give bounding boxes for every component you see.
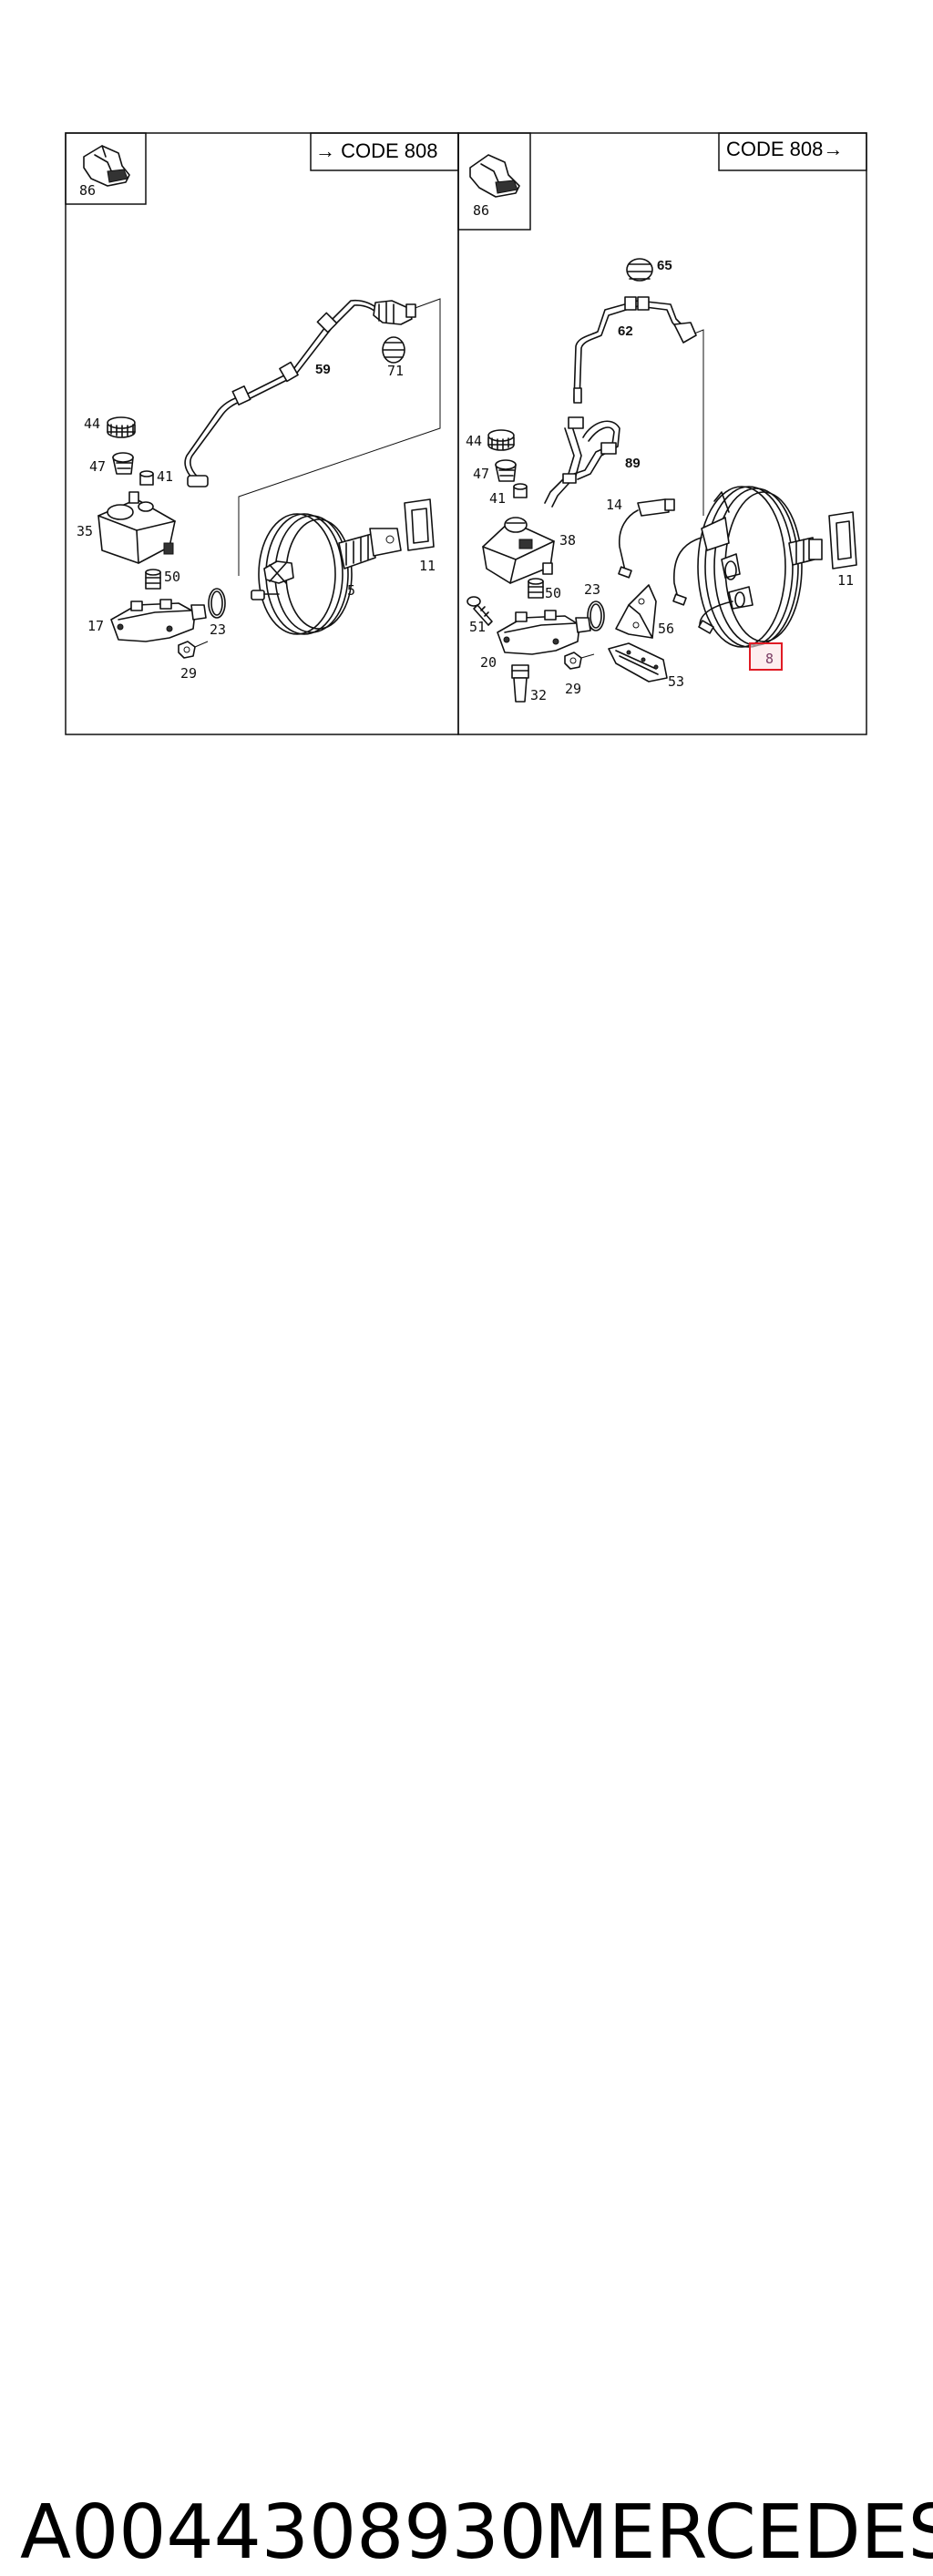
label-65: 65: [657, 258, 672, 273]
clip-86-icon: [83, 145, 130, 187]
bracket-56: [615, 584, 657, 639]
label-41-right: 41: [489, 490, 506, 507]
seal-50-right: [528, 578, 544, 599]
master-cylinder-20: [497, 610, 591, 655]
label-62: 62: [618, 323, 633, 339]
label-11-right: 11: [837, 572, 854, 589]
brake-booster-5: [251, 513, 402, 635]
right-leader-line: [693, 329, 704, 516]
label-17: 17: [87, 618, 104, 634]
label-47-right: 47: [473, 466, 489, 482]
switch-32: [511, 664, 529, 703]
label-29: 29: [180, 665, 197, 682]
label-89: 89: [625, 456, 641, 471]
plug-41-right: [513, 483, 528, 498]
left-leader-line: [238, 298, 441, 576]
part-number: A0044308930: [20, 2489, 547, 2576]
cap-44: [107, 416, 136, 438]
brake-booster-exploded-diagram: 86 → CODE 808 59 71: [65, 132, 867, 735]
o-ring-23: [208, 588, 226, 619]
hose-assembly-89: [544, 416, 620, 508]
label-50-right: 50: [545, 585, 561, 601]
nut-29-right: [564, 652, 595, 670]
grommet-71: [382, 336, 405, 364]
left-code-label: → CODE 808: [315, 139, 438, 162]
grommet-65: [626, 258, 653, 282]
left-panel: 86 → CODE 808 59 71: [65, 132, 459, 682]
caption-bar: A0044308930 MERCEDES: [0, 1239, 933, 2576]
label-29-right: 29: [565, 681, 581, 697]
label-56: 56: [658, 621, 674, 637]
label-41: 41: [157, 468, 173, 485]
seal-50: [145, 569, 161, 590]
brand-name: MERCEDES: [544, 2489, 933, 2576]
label-86-right: 86: [473, 202, 489, 219]
heat-shield-53: [608, 642, 668, 682]
cap-44-right: [487, 429, 515, 451]
vacuum-line-62: [573, 296, 697, 404]
label-20: 20: [480, 654, 497, 671]
right-code-label: CODE 808→: [726, 138, 843, 160]
nut-29: [178, 641, 209, 659]
reservoir-38: [482, 517, 555, 584]
right-panel: 86 CODE 808→ 65 62: [457, 132, 867, 703]
left-inset-box: [65, 132, 147, 205]
o-ring-23-inner: [210, 590, 223, 616]
label-53: 53: [668, 673, 684, 690]
label-35: 35: [77, 523, 93, 539]
reservoir-35: [97, 491, 176, 564]
right-inset-box: [457, 132, 531, 231]
right-code-box: [718, 132, 867, 171]
label-51: 51: [469, 619, 486, 635]
label-44: 44: [84, 416, 100, 432]
label-8: 8: [765, 651, 774, 667]
right-panel-frame: [457, 132, 867, 735]
screw-51: [466, 596, 493, 626]
label-32: 32: [530, 687, 547, 703]
highlight-box-part-8[interactable]: [749, 642, 783, 671]
label-44-right: 44: [466, 433, 482, 449]
strainer-47: [112, 452, 134, 475]
label-14: 14: [606, 497, 622, 513]
gasket-11-right: [828, 511, 857, 570]
strainer-47-right: [495, 459, 517, 482]
label-71: 71: [387, 363, 404, 379]
label-5: 5: [347, 582, 355, 599]
o-ring-23-right-inner: [590, 603, 602, 629]
label-47: 47: [89, 458, 106, 475]
label-50: 50: [164, 569, 180, 585]
gasket-11: [404, 498, 435, 551]
brake-line-59: [184, 299, 416, 487]
plug-41: [139, 470, 154, 486]
label-11: 11: [419, 558, 436, 574]
label-23-right: 23: [584, 581, 600, 598]
label-38: 38: [559, 532, 576, 549]
label-59: 59: [315, 362, 331, 377]
master-cylinder-17: [110, 599, 207, 642]
sensor-14: [618, 498, 675, 579]
label-23: 23: [210, 621, 226, 638]
label-86: 86: [79, 182, 96, 199]
clip-86-icon-right: [469, 154, 520, 198]
o-ring-23-right: [587, 600, 605, 631]
brake-booster-right: [672, 486, 823, 648]
